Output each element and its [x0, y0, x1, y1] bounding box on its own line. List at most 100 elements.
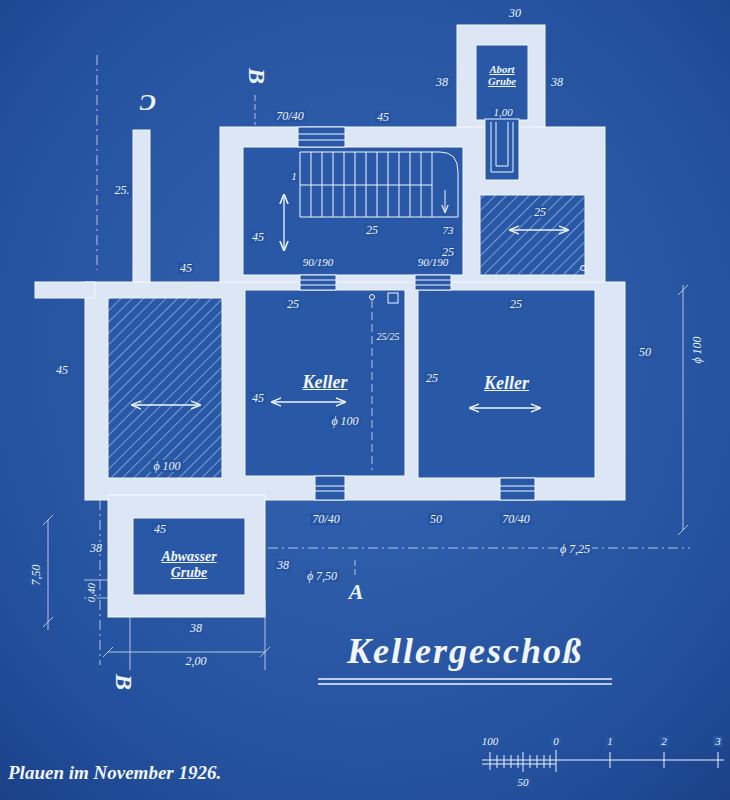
wall-mass [85, 282, 625, 500]
dimension-label: 70/40 [310, 513, 341, 525]
wall-mass [35, 282, 95, 298]
opening-lines [415, 285, 451, 286]
opening-lines [500, 486, 535, 487]
place-date-caption: Plauen im November 1926. [8, 763, 221, 784]
scale-bar [610, 752, 611, 768]
fixture-mark [581, 266, 586, 271]
scale-number: 1 [605, 736, 615, 747]
staircase [445, 190, 446, 212]
dimension-label: ϕ 100 [329, 415, 360, 427]
dimension-label: 25 [424, 372, 440, 384]
wall-mass [108, 495, 265, 617]
dimension-label: ϕ 100 [151, 460, 182, 472]
dimension-line [683, 285, 684, 530]
dimension-label: 38 [88, 542, 104, 554]
hatching [108, 195, 585, 478]
scale-number: 50 [516, 777, 531, 788]
dimension-line [48, 520, 49, 630]
room-floor [133, 518, 245, 595]
cellar-room: Keller [245, 290, 405, 476]
opening-lines [500, 491, 535, 492]
dimension-label: 1 [289, 171, 299, 182]
dimension-line [678, 525, 688, 535]
dimension-label: 73 [441, 225, 456, 236]
scale-number: 100 [480, 736, 501, 747]
room-floor [245, 290, 405, 476]
scale-bar [544, 755, 545, 768]
scale-bar [530, 755, 531, 768]
dimension-label: 45 [250, 231, 266, 243]
scale-bar [556, 750, 557, 772]
dimension-line [108, 652, 265, 653]
pit-channel [491, 122, 513, 172]
dimension-label: 45 [250, 392, 266, 404]
room-floor [418, 290, 595, 478]
scale-bar [490, 752, 491, 770]
dimension-label: 45 [152, 523, 168, 535]
room-floor [243, 147, 463, 275]
door-opening [315, 476, 345, 500]
opening-lines [315, 491, 345, 492]
pit-channel [496, 122, 508, 166]
dimension-label: 25 [508, 298, 524, 310]
dimension-label: 0,40 [87, 580, 98, 603]
door-opening [298, 127, 345, 147]
opening-lines [298, 134, 345, 135]
dimension-label: 50 [637, 346, 653, 358]
dimension-label: 1,00 [491, 107, 514, 118]
dimension-line [43, 617, 53, 627]
title-underline [318, 679, 612, 684]
dimension-line [268, 548, 690, 549]
dimension-label: 90/190 [301, 257, 336, 268]
scale-bar [482, 750, 724, 772]
opening-lines [300, 285, 336, 286]
dimension-line [265, 600, 266, 670]
dimension-line [255, 95, 256, 125]
dimension-label: 90/190 [416, 257, 451, 268]
cellar-room: Keller [418, 290, 595, 478]
opening-lines [298, 140, 345, 141]
dimension-label: 25 [364, 224, 380, 236]
staircase [300, 185, 432, 186]
staircase [300, 152, 458, 217]
opening-lines [415, 280, 451, 281]
dimension-label: 38 [275, 559, 291, 571]
wall-mass [220, 127, 605, 290]
scale-bar [497, 755, 498, 768]
dimension-label: 38 [549, 76, 565, 88]
dimension-line [103, 647, 113, 657]
section-marker: C [138, 91, 158, 115]
dimension-label: 25/25 [375, 332, 402, 342]
dimension-label: 25 [532, 206, 548, 218]
section-marker: B [112, 672, 136, 692]
room-floor [485, 119, 519, 180]
dimension-label: 38 [434, 76, 450, 88]
room-floor [108, 45, 595, 595]
dimension-line [678, 285, 688, 295]
staircase [300, 152, 458, 217]
room-floor [480, 195, 585, 275]
room-name: Abwasser Grube [149, 549, 229, 580]
scale-bar [523, 752, 524, 772]
pit-room: Abort Grube [476, 48, 528, 104]
door-opening [298, 127, 535, 500]
span-arrow [132, 195, 568, 408]
room-floor [108, 298, 222, 478]
wall-mass [35, 25, 625, 617]
dimension-line [130, 600, 131, 670]
dimension-line [260, 647, 270, 657]
dimension-line [43, 515, 53, 525]
fixture-mark [370, 266, 586, 304]
span-arrow [470, 407, 540, 408]
dimension-label: 38 [188, 622, 204, 634]
dimension-label: 25. [113, 184, 132, 196]
scale-bar [537, 755, 538, 768]
fixture-mark [388, 293, 398, 303]
span-arrow [510, 229, 568, 230]
dimension-line [372, 300, 373, 470]
scale-bar [550, 755, 551, 768]
